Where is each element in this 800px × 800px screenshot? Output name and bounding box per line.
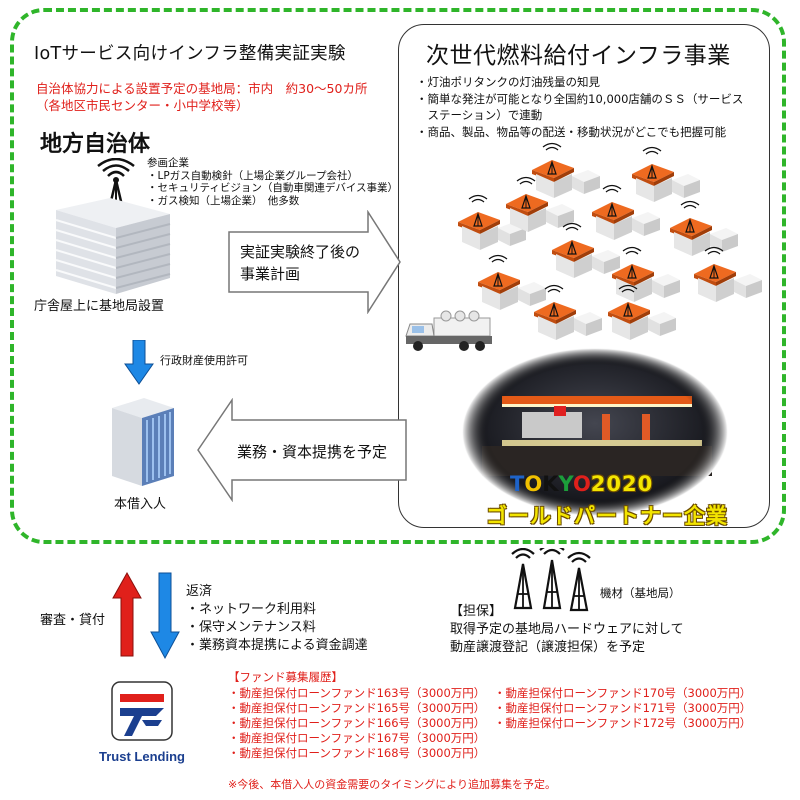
fund-item: ・動産担保付ローンファンド166号（3000万円）	[228, 716, 485, 731]
iot-experiment-title: IoTサービス向けインフラ整備実証実験	[34, 40, 346, 65]
fund-item: ・動産担保付ローンファンド168号（3000万円）	[228, 746, 485, 761]
repayment-item: ・業務資本提携による資金調達	[186, 637, 368, 655]
participant-item: ・LPガス自動検針（上場企業グループ会社）	[147, 170, 398, 183]
bullet-item: ・簡単な発注が可能となり全国約10,000店舗のＳＳ（サービス	[416, 91, 743, 108]
building-caption: 庁舎屋上に基地局設置	[34, 298, 164, 316]
business-plan-label: 実証実験終了後の 事業計画	[240, 241, 360, 285]
collateral-line1: 取得予定の基地局ハードウェアに対して	[450, 621, 684, 639]
business-plan-label-line2: 事業計画	[240, 263, 360, 285]
tokyo-letter: O	[573, 472, 591, 496]
antenna-icon	[568, 553, 590, 610]
brand-name: Trust Lending	[98, 749, 186, 764]
fund-history-col2: ・動産担保付ローンファンド170号（3000万円） ・動産担保付ローンファンド1…	[494, 686, 751, 731]
repayment-title: 返済	[186, 583, 368, 601]
lending-arrow	[112, 572, 142, 658]
antenna-icon	[512, 549, 534, 608]
fund-item: ・動産担保付ローンファンド172号（3000万円）	[494, 716, 751, 731]
base-station-note: 自治体協力による設置予定の基地局：市内 約30～50カ所 （各地区市民センター・…	[36, 80, 367, 114]
business-plan-label-line1: 実証実験終了後の	[240, 241, 360, 263]
tokyo-letter: T	[510, 472, 524, 496]
collateral-title: 【担保】	[450, 603, 684, 621]
tokyo-letter: O	[524, 472, 542, 496]
base-station-note-line2: （各地区市民センター・小中学校等）	[36, 97, 367, 114]
station-icon	[532, 144, 600, 199]
fuel-infra-title: 次世代燃料給付インフラ事業	[426, 36, 731, 70]
bullet-item: ・灯油ポリタンクの灯油残量の知見	[416, 74, 743, 91]
permit-arrow	[124, 340, 154, 386]
local-government-heading: 地方自治体	[40, 126, 150, 158]
fund-item: ・動産担保付ローンファンド171号（3000万円）	[494, 701, 751, 716]
fund-footnote: ※今後、本借入人の資金需要のタイミングにより追加募集を予定。	[228, 777, 556, 792]
fund-item: ・動産担保付ローンファンド170号（3000万円）	[494, 686, 751, 701]
tokyo2020-logo: TOKYO2020	[510, 472, 653, 496]
fund-item: ・動産担保付ローンファンド167号（3000万円）	[228, 731, 485, 746]
equipment-label: 機材（基地局）	[600, 587, 681, 600]
service-station-network	[402, 140, 768, 360]
fund-history-col1: ・動産担保付ローンファンド163号（3000万円） ・動産担保付ローンファンド1…	[228, 686, 485, 761]
repayment-item: ・ネットワーク利用料	[186, 601, 368, 619]
participants-heading: 参画企業	[147, 157, 398, 170]
station-icon	[632, 148, 700, 203]
permit-label: 行政財産使用許可	[160, 355, 248, 368]
borrower-building-illustration	[108, 396, 178, 488]
participant-item: ・セキュリティビジョン（自動車関連デバイス事業）	[147, 182, 398, 195]
tokyo-letter: Y	[558, 472, 572, 496]
trust-lending-mark	[98, 680, 186, 744]
trust-lending-logo: Trust Lending	[98, 680, 186, 762]
tokyo-year: 2020	[591, 472, 653, 496]
gold-partner-label: ゴールドパートナー企業	[486, 500, 728, 530]
antenna-icon	[540, 548, 564, 608]
collateral-block: 【担保】 取得予定の基地局ハードウェアに対して 動産譲渡登記（譲渡担保）を予定	[450, 603, 684, 657]
station-icon	[694, 248, 762, 303]
tanker-truck-icon	[406, 311, 492, 351]
collateral-line2: 動産譲渡登記（譲渡担保）を予定	[450, 639, 684, 657]
fund-item: ・動産担保付ローンファンド163号（3000万円）	[228, 686, 485, 701]
station-icon	[612, 248, 680, 303]
participating-companies: 参画企業 ・LPガス自動検針（上場企業グループ会社） ・セキュリティビジョン（自…	[147, 157, 398, 207]
fuel-infra-bullets: ・灯油ポリタンクの灯油残量の知見 ・簡単な発注が可能となり全国約10,000店舗…	[416, 74, 743, 140]
bullet-item: ・商品、製品、物品等の配送・移動状況がどこでも把握可能	[416, 124, 743, 141]
fund-history-title: 【ファンド募集履歴】	[228, 670, 343, 685]
station-icon	[478, 256, 546, 311]
repayment-details: 返済 ・ネットワーク利用料 ・保守メンテナンス料 ・業務資本提携による資金調達	[186, 583, 368, 655]
repayment-arrow	[150, 572, 180, 660]
station-icon	[670, 202, 738, 257]
alliance-label: 業務・資本提携を予定	[237, 441, 387, 463]
tokyo-letter: K	[542, 472, 558, 496]
review-lend-label: 審査・貸付	[40, 612, 105, 630]
base-station-note-line1: 自治体協力による設置予定の基地局：市内 約30～50カ所	[36, 80, 367, 97]
bullet-item: ステーション）で連動	[416, 107, 743, 124]
borrower-caption: 本借入人	[114, 496, 166, 514]
repayment-item: ・保守メンテナンス料	[186, 619, 368, 637]
participant-item: ・ガス検知（上場企業） 他多数	[147, 195, 398, 208]
fund-item: ・動産担保付ローンファンド165号（3000万円）	[228, 701, 485, 716]
